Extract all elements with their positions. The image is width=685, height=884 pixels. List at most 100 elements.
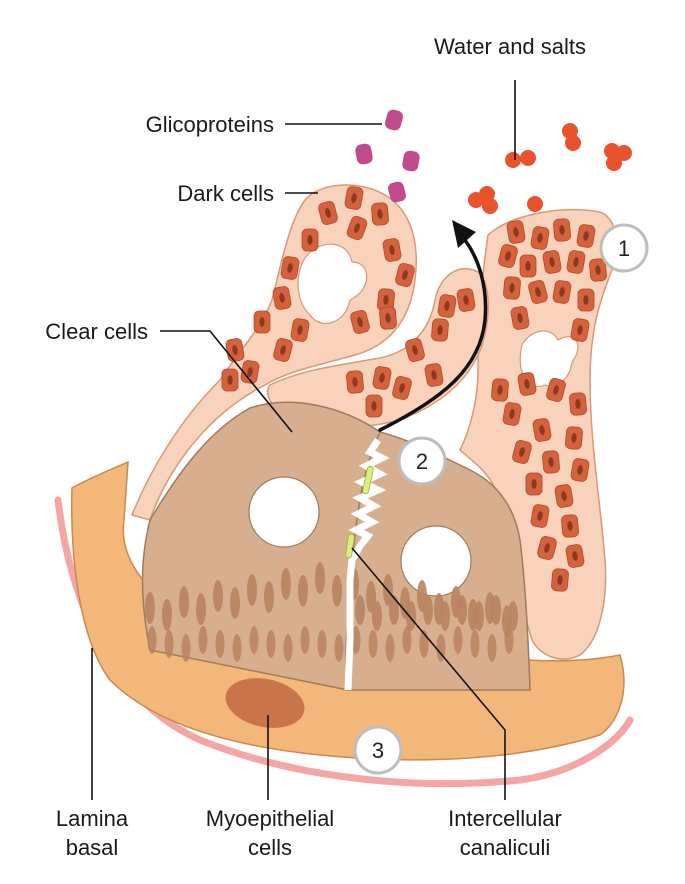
granule [512,440,532,464]
basal-fold [164,630,174,658]
granule-core [463,295,469,305]
granule-core [399,383,405,393]
salt-droplet [505,152,521,168]
granule [350,310,370,334]
canaliculus-marker-upper [362,465,374,495]
granule-core [559,287,565,297]
granule [437,294,457,318]
salt-droplet [616,145,632,161]
granule [365,394,383,418]
granule [371,202,389,226]
basal-fold [215,630,225,658]
granule [517,372,537,396]
granule-core [412,345,418,355]
water-salt-droplets [468,123,632,214]
granule-core [567,521,573,531]
marker-3-label: 3 [372,738,384,763]
label-canaliculi-line1: Intercellular [448,806,562,831]
granule [405,338,425,362]
granule [272,286,292,310]
granule [552,280,572,304]
basal-fold [423,595,433,625]
salt-droplet [468,192,484,208]
salt-droplet [606,155,622,171]
clear-cell-left-nucleus [248,476,320,548]
granule [431,318,449,342]
granule-core [280,345,286,355]
granule-core [379,373,385,383]
granule-core [297,325,303,335]
basal-fold [368,630,378,658]
granule [392,376,412,400]
granule-core [325,208,331,218]
granule [566,250,586,274]
granule-core [583,231,589,241]
basal-fold [508,601,518,631]
granule-core [357,317,363,327]
marker-2: 2 [397,436,447,486]
granule-core [557,575,563,585]
basal-fold [406,601,416,631]
basal-fold [366,581,376,613]
granule-core [354,223,360,233]
granule [253,310,271,334]
secretion-arrowhead [452,220,476,248]
basal-fold [147,626,157,654]
granule-core [227,375,233,385]
basal-fold [264,581,274,613]
basal-fold [453,626,463,654]
granule [382,238,402,262]
basal-fold [402,626,412,654]
basal-fold [266,630,276,658]
granule [530,504,550,528]
granule-core [389,245,395,255]
granule [221,368,239,392]
granule [424,363,444,387]
basal-fold [196,593,206,625]
granule-core [383,295,389,305]
secretion-arrow [378,238,488,432]
granule-core [437,325,443,335]
salt-droplet [520,150,536,166]
granule-core [525,261,531,271]
granule [506,220,526,244]
basal-folds [145,562,518,662]
granule-core [385,313,391,323]
intercellular-canaliculus [344,438,390,691]
granule-core [595,265,601,275]
basal-fold [247,574,257,606]
granule [532,418,552,442]
granule [301,228,319,252]
granule-core [497,385,503,395]
basal-fold [300,626,310,654]
label-glicoproteins: Glicoproteins [146,112,274,137]
marker-2-label: 2 [416,449,428,474]
basal-fold [332,575,342,607]
label-lamina-line1: Lamina [56,806,129,831]
basal-fold [281,568,291,600]
granule-core [509,283,515,293]
granule-core [573,257,579,267]
clear-cell-right-nucleus [400,525,472,597]
marker-3: 3 [353,725,403,775]
granule-core [371,401,377,411]
granule [569,392,587,416]
granule [290,318,310,342]
granule-core [535,287,541,297]
granule-core [444,301,450,311]
granule-core [544,543,550,553]
granule [551,568,569,592]
granule-core [553,385,559,395]
basal-fold [504,626,514,654]
granule [525,472,543,496]
granule [240,360,260,384]
label-canaliculi-line2: canaliculi [460,835,551,860]
basal-fold [470,630,480,658]
granule [346,370,364,394]
granule [503,276,521,300]
granule-core [561,491,567,501]
basal-fold [487,634,497,662]
label-dark-cells: Dark cells [177,181,274,206]
salt-droplet [565,135,581,151]
